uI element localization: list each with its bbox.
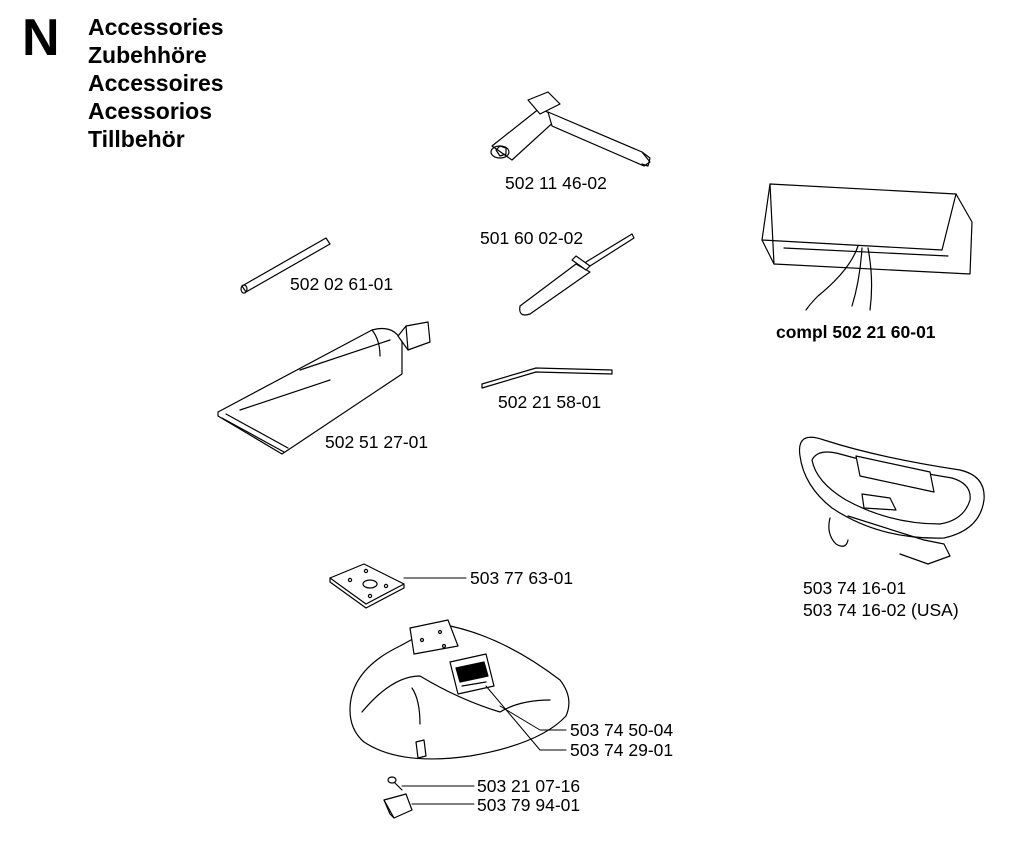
part-number-tool-bag: compl 502 21 60-01 [776, 322, 936, 342]
combination-wrench [491, 92, 650, 166]
title-swedish: Tillbehör [88, 126, 185, 152]
tool-bag [762, 184, 972, 310]
title-french: Accessoires [88, 70, 224, 96]
title-block: Accessories Zubehhöre Accessoires Acesso… [88, 13, 224, 153]
part-number-wrench: 502 11 46-02 [505, 173, 607, 193]
title-german: Zubehhöre [88, 42, 207, 68]
clip [384, 794, 412, 818]
part-number-harness-usa: 503 74 16-02 (USA) [803, 600, 959, 620]
screw [388, 777, 402, 790]
part-number-pin: 502 02 61-01 [290, 274, 394, 294]
label-leader [486, 686, 566, 750]
part-number-label: 503 74 29-01 [570, 740, 674, 760]
title-spanish: Acessorios [88, 98, 213, 124]
part-number-screw: 503 21 07-16 [477, 776, 581, 796]
leader-lines [402, 578, 566, 804]
harness [800, 437, 985, 564]
pin-tool [241, 238, 330, 293]
guard-leader [500, 706, 566, 730]
blade-guard [350, 620, 569, 759]
hex-key [482, 368, 612, 388]
part-number-guard: 503 74 50-04 [570, 720, 674, 740]
part-number-screwdriver: 501 60 02-02 [480, 228, 584, 248]
screwdriver [520, 234, 634, 315]
mounting-plate [330, 564, 404, 608]
part-number-hex-key: 502 21 58-01 [498, 392, 602, 412]
title-english: Accessories [88, 14, 224, 40]
grease-tube [218, 322, 430, 454]
part-number-clip: 503 79 94-01 [477, 795, 581, 815]
part-number-grease-tube: 502 51 27-01 [325, 432, 429, 452]
section-letter: N [22, 9, 60, 67]
part-number-harness: 503 74 16-01 [803, 578, 907, 598]
part-number-plate: 503 77 63-01 [470, 568, 574, 588]
